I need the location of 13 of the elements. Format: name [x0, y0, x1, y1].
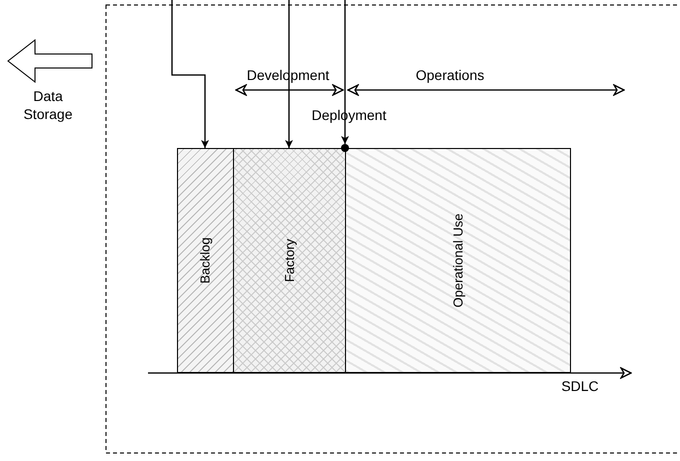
arrow — [341, 0, 349, 144]
phase-bar — [345, 148, 571, 373]
phase-label: Backlog — [198, 237, 213, 284]
axis-label: SDLC — [560, 378, 600, 394]
arrow — [171, 0, 209, 148]
arrow — [285, 0, 293, 148]
milestone-dot — [341, 144, 349, 152]
phase-label: Operational Use — [450, 214, 466, 308]
phase-label: Factory — [282, 238, 297, 282]
span-label: Operations — [414, 67, 486, 83]
phase-bar — [177, 148, 234, 373]
arrow-caption: Data Storage — [22, 87, 74, 123]
phase-bar — [233, 148, 346, 373]
